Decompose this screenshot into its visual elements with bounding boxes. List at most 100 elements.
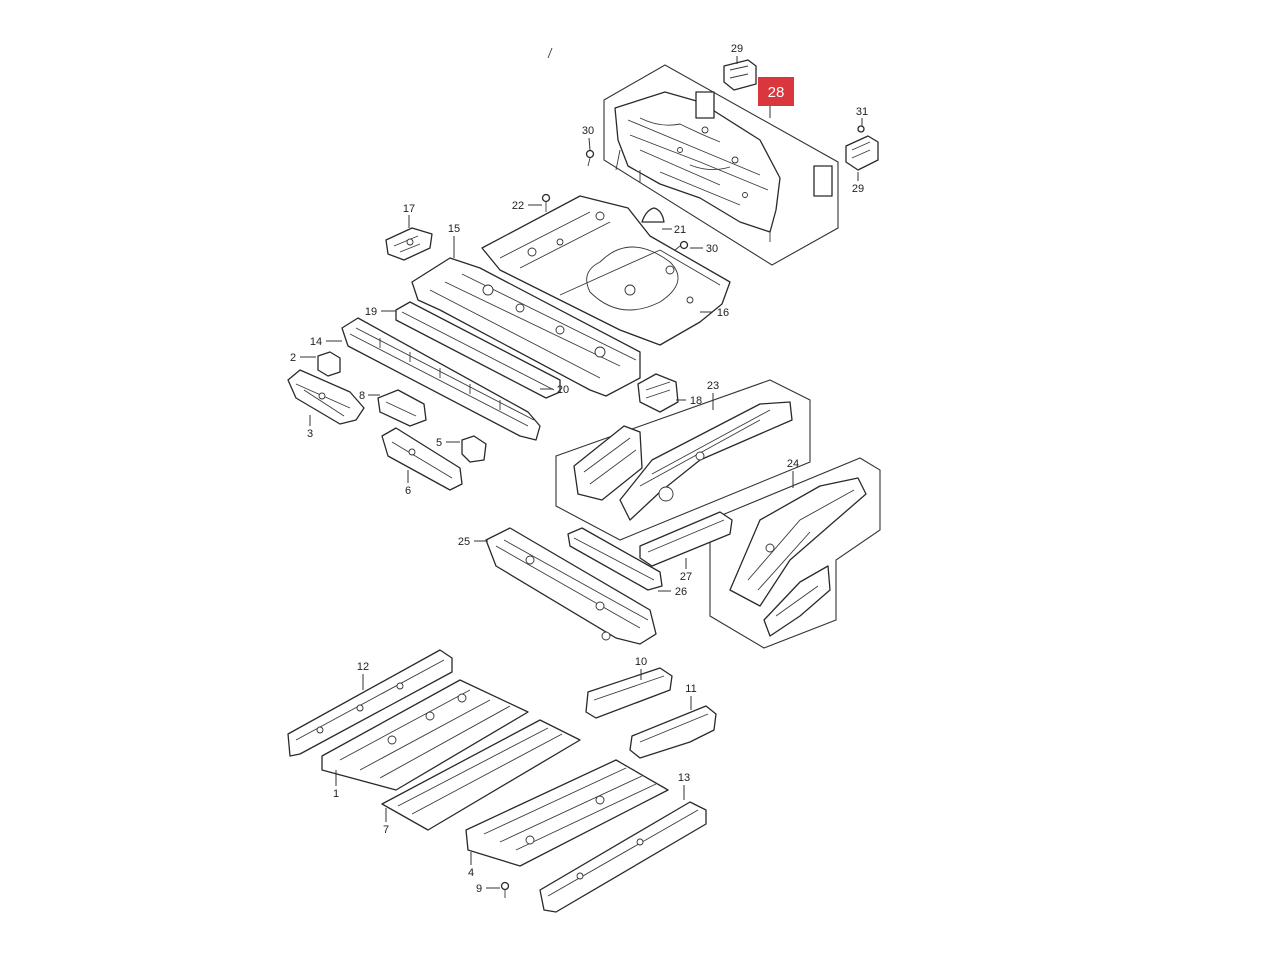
callout-23-label: 23	[707, 380, 719, 392]
callout-15: 15	[448, 223, 460, 258]
part-29-clip-top	[723, 59, 757, 91]
part-10-rail	[585, 667, 673, 719]
callout-5-label: 5	[436, 437, 442, 449]
part-11-rail	[629, 705, 717, 759]
part-24-side-member-group	[709, 457, 881, 649]
callout-1: 1	[333, 770, 339, 800]
callout-2: 2	[290, 352, 316, 364]
callout-26-label: 26	[675, 586, 687, 598]
callout-31-label: 31	[856, 106, 868, 118]
callout-15-label: 15	[448, 223, 460, 235]
callout-19-label: 19	[365, 306, 377, 318]
part-31-fastener	[857, 125, 865, 133]
callout-19: 19	[365, 306, 396, 318]
part-26-rail	[567, 527, 663, 591]
callout-3: 3	[307, 415, 313, 440]
callout-7: 7	[383, 808, 389, 836]
callout-23: 23	[707, 380, 719, 410]
callout-1-label: 1	[333, 788, 339, 800]
part-28-group-box	[603, 64, 839, 266]
part-30-bolt-b	[674, 240, 689, 251]
callout-29-top: 29	[731, 43, 743, 64]
part-5-bracket	[461, 435, 487, 463]
callout-25-label: 25	[458, 536, 470, 548]
callout-20-label: 20	[557, 384, 569, 396]
part-2-bracket	[317, 351, 341, 377]
callout-2-label: 2	[290, 352, 296, 364]
part-7-center-tunnel	[381, 719, 581, 831]
part-23-group-box	[555, 379, 811, 541]
part-1-front-floor	[321, 679, 529, 791]
callout-6-label: 6	[405, 485, 411, 497]
part-9-bolt	[500, 881, 510, 898]
callout-22-label: 22	[512, 200, 524, 212]
callout-30-a: 30	[582, 125, 594, 151]
part-4-front-floor	[465, 759, 669, 867]
callout-27-label: 27	[680, 571, 692, 583]
part-22-bolt	[541, 193, 551, 212]
part-24-group-box	[709, 457, 881, 649]
part-3-crossmember	[287, 369, 365, 425]
callout-29-top-label: 29	[731, 43, 743, 55]
part-19-reinforcement	[395, 301, 561, 399]
callout-17-label: 17	[403, 203, 415, 215]
callout-11-label: 11	[685, 683, 696, 695]
callout-9: 9	[476, 883, 500, 895]
part-14-side-rail	[341, 317, 541, 441]
callout-27: 27	[680, 558, 692, 583]
callout-24: 24	[787, 458, 799, 488]
part-12-side-sill	[287, 649, 453, 757]
highlighted-callout-28[interactable]: 28	[758, 77, 794, 118]
part-28-rear-panel	[603, 64, 839, 266]
part-25-front-rail	[485, 527, 657, 645]
callout-18: 18	[676, 395, 702, 407]
callout-9-label: 9	[476, 883, 482, 895]
callout-25: 25	[458, 536, 488, 548]
callout-12: 12	[357, 661, 369, 690]
callout-31: 31	[856, 106, 868, 126]
callout-16: 16	[700, 307, 729, 319]
callout-22: 22	[512, 200, 542, 212]
callout-21-label: 21	[674, 224, 686, 236]
callout-30-a-label: 30	[582, 125, 594, 137]
part-15-crossmember	[411, 257, 641, 397]
stray-mark	[547, 47, 553, 59]
callout-18-label: 18	[690, 395, 702, 407]
part-23-side-member-group	[555, 379, 811, 541]
callout-3-label: 3	[307, 428, 313, 440]
part-18-bracket	[637, 373, 679, 413]
callout-14: 14	[310, 336, 342, 348]
callout-4-label: 4	[468, 867, 474, 879]
callout-30-b: 30	[690, 243, 718, 255]
callout-20: 20	[540, 384, 569, 396]
callout-26: 26	[658, 586, 687, 598]
callout-30-b-label: 30	[706, 243, 718, 255]
part-27-crossmember	[639, 511, 733, 567]
callout-29-right: 29	[852, 172, 864, 195]
callout-28-label: 28	[768, 84, 785, 101]
callout-24-label: 24	[787, 458, 799, 470]
callout-13: 13	[678, 772, 690, 800]
callout-5: 5	[436, 437, 460, 449]
part-13-side-sill	[539, 801, 707, 913]
callout-14-label: 14	[310, 336, 322, 348]
part-16-rear-floor-pan	[481, 195, 731, 346]
callout-12-label: 12	[357, 661, 369, 673]
callout-21: 21	[662, 224, 686, 236]
callout-28-badge[interactable]	[758, 77, 794, 106]
callout-17: 17	[403, 203, 415, 228]
callout-16-label: 16	[717, 307, 729, 319]
part-29-clip-right	[845, 135, 879, 171]
callout-7-label: 7	[383, 824, 389, 836]
part-8-bracket	[377, 389, 427, 427]
callout-13-label: 13	[678, 772, 690, 784]
callout-10: 10	[635, 656, 647, 680]
callout-29-right-label: 29	[852, 183, 864, 195]
callout-8-label: 8	[359, 390, 365, 402]
callout-11: 11	[685, 683, 697, 710]
part-6-member	[381, 427, 463, 491]
part-21-bracket	[641, 207, 665, 223]
part-17-bracket	[385, 227, 433, 261]
part-30-bolt-a	[585, 149, 595, 167]
